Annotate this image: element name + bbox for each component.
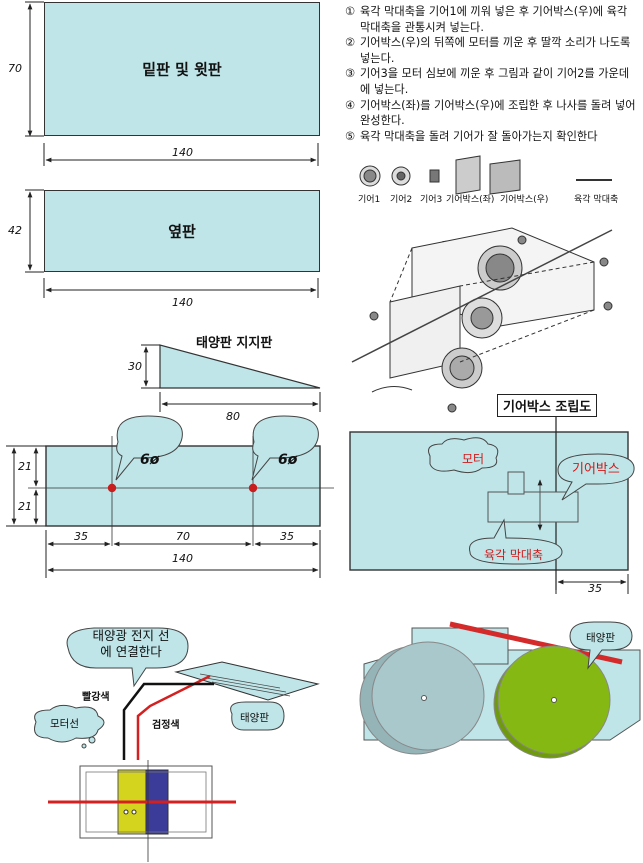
car-panel-label: 태양판	[586, 632, 615, 644]
gearbox-block	[487, 491, 579, 523]
width-dim-2: 140	[172, 296, 193, 309]
wiring-panel-label: 태양판	[240, 712, 269, 724]
black-wire-label: 검정색	[152, 720, 180, 731]
support-title: 태양판 지지판	[196, 336, 273, 351]
part-label-gear1: 기어1	[358, 195, 381, 205]
bottom-top-label: 밑판 및 윗판	[142, 60, 222, 79]
dim-left: 35	[74, 530, 88, 543]
wiring-callout: 태양광 전지 선 에 연결한다	[92, 628, 170, 659]
gearbox-dim: 35	[588, 582, 602, 595]
dim-total: 140	[172, 552, 193, 565]
support-height-dim: 30	[128, 360, 142, 373]
bottom-top-panel: 밑판 및 윗판	[44, 2, 320, 136]
height-dim-1: 70	[8, 62, 22, 75]
part-label-gear3: 기어3	[420, 195, 443, 205]
dim-mid: 70	[176, 530, 190, 543]
side-label: 옆판	[168, 222, 196, 241]
shaft-label: 육각 막대축	[484, 548, 544, 562]
motor-block	[507, 471, 525, 495]
width-dim-1: 140	[172, 146, 193, 159]
part-label-gearbox-left: 기어박스(좌)	[446, 195, 495, 205]
hole-bubble-1	[115, 415, 183, 481]
part-label-gear2: 기어2	[390, 195, 413, 205]
support-width-dim: 80	[226, 410, 240, 423]
gearbox-title: 기어박스 조립도	[497, 394, 598, 417]
drilled-panel	[45, 445, 321, 527]
height-dim-2: 42	[8, 224, 22, 237]
dim-top: 21	[18, 460, 32, 473]
gearbox-label: 기어박스	[572, 462, 620, 477]
dim-right: 35	[280, 530, 294, 543]
part-label-shaft: 육각 막대축	[574, 195, 619, 205]
hole-label-1: 6ø	[140, 452, 160, 468]
gearbox-exploded	[351, 227, 613, 413]
hole-2	[248, 483, 258, 493]
parts-row	[359, 155, 612, 195]
part-label-gearbox-right: 기어박스(우)	[500, 195, 549, 205]
hole-bubble-2	[251, 415, 319, 481]
motor-wire-label: 모터선	[50, 718, 79, 730]
hole-1	[107, 483, 117, 493]
side-panel: 옆판	[44, 190, 320, 272]
red-wire-label: 빨강색	[82, 692, 110, 703]
dim-bottom: 21	[18, 500, 32, 513]
solar-panel-small	[174, 661, 320, 701]
hole-label-2: 6ø	[278, 452, 298, 468]
support-triangle	[159, 344, 321, 389]
motor-label: 모터	[462, 452, 485, 466]
